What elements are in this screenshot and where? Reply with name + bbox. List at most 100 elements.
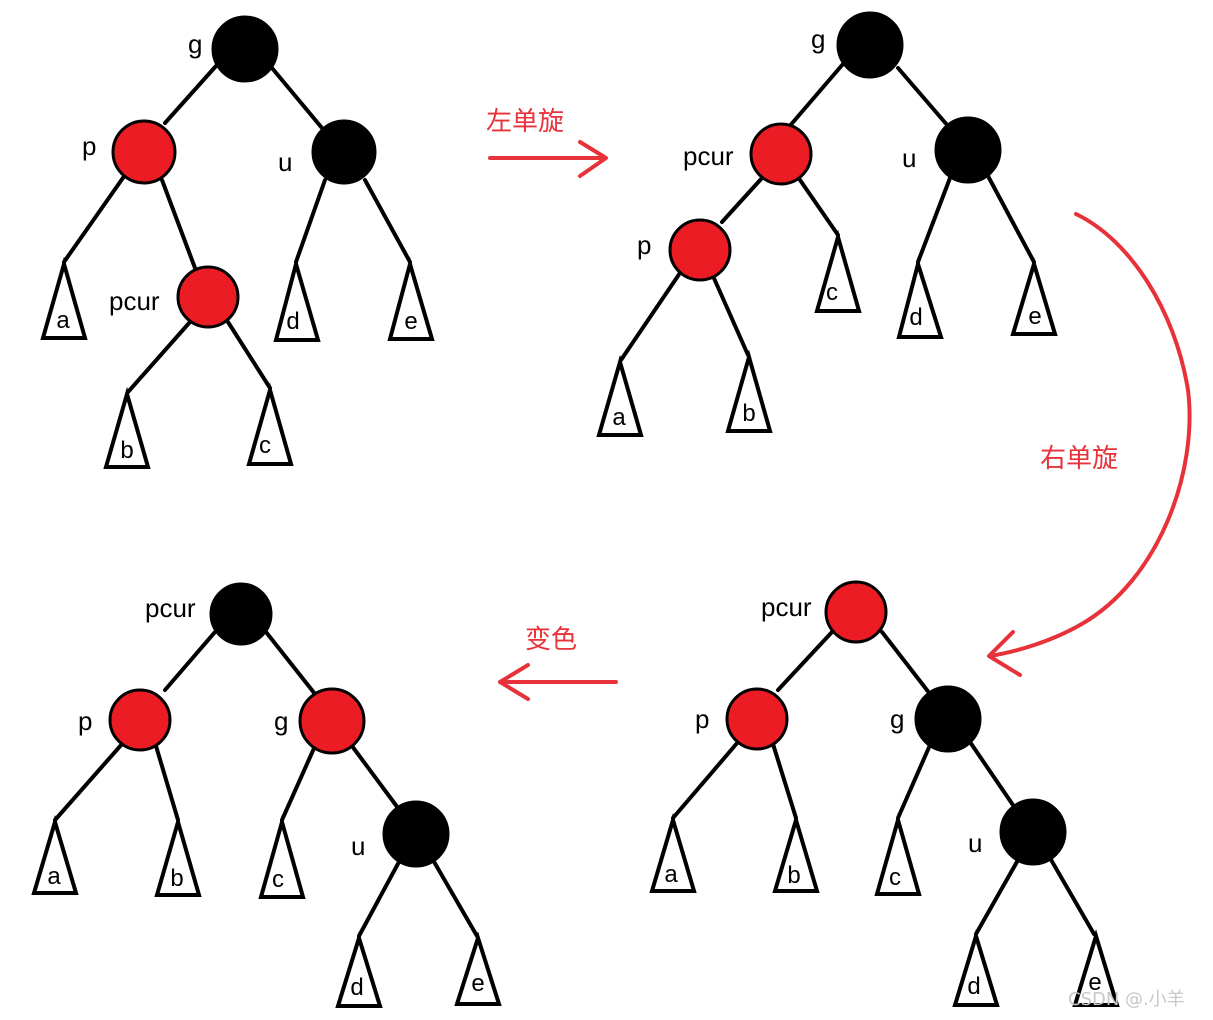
recolor-label: 变色 [525,625,577,655]
node-pcur [824,580,888,644]
subtree-c [814,229,862,313]
edge [771,742,798,820]
left-rotate-arrow: 左单旋 [486,107,608,178]
tree-3-after-right-rotate: a b c d e pcur p g u [649,580,1120,1007]
curved-arrow-icon [987,212,1192,677]
subtree-b [725,349,773,433]
subtree-label: e [471,970,484,997]
edge [126,320,192,394]
subtree-d [335,931,383,1008]
node-label-g: g [890,704,904,734]
subtree-b [772,812,820,893]
subtree-label: c [259,432,271,459]
subtree-a [40,256,88,340]
node-label-u: u [968,828,982,858]
node-u [999,798,1067,866]
edge [62,173,127,264]
node-label-g: g [274,706,288,736]
subtree-b [103,386,151,469]
edge [916,176,952,264]
edge [671,740,740,820]
edge [720,176,764,224]
node-label-pcur: pcur [761,592,812,622]
edge [896,66,950,128]
edge [154,744,180,822]
right-rotate-label: 右单旋 [1040,444,1118,474]
node-label-p: p [695,704,709,734]
subtree-label: b [742,400,755,427]
subtree-label: b [787,862,800,889]
subtree-label: a [47,863,61,890]
subtree-label: a [56,307,70,334]
node-label-p: p [78,706,92,736]
arrow-right-icon [488,140,608,178]
subtree-label: a [664,861,678,888]
node-label-g: g [811,24,825,54]
subtree-label: c [889,864,901,891]
left-rotate-label: 左单旋 [486,107,564,137]
edge [53,742,124,822]
subtree-e [1010,257,1058,336]
subtree-label: e [404,308,417,335]
subtree-label: e [1028,303,1041,330]
edge [619,268,684,362]
subtree-c [246,382,294,466]
edge [264,630,317,696]
edge [1048,856,1096,936]
edge [896,743,932,820]
subtree-label: e [1088,969,1101,996]
node-g [211,15,279,83]
edge [786,62,845,130]
subtree-d [896,256,944,339]
subtree-b [154,814,202,897]
subtree-a [31,814,79,895]
node-label-u: u [278,147,292,177]
edge [350,744,400,810]
subtree-label: c [826,279,838,306]
node-label-p: p [82,131,96,161]
subtree-label: a [612,404,626,431]
subtree-c [874,812,922,896]
node-label-pcur: pcur [145,593,196,623]
subtree-label: d [909,304,922,331]
tree-1-initial: a b c d e g p u pcur [40,15,435,469]
node-g [836,11,904,79]
edge [163,64,218,125]
node-pcur [209,582,273,646]
node-label-pcur: pcur [109,286,160,316]
edge [776,630,834,692]
node-pcur [749,122,813,186]
node-p [108,688,172,752]
tree-4-after-recolor: a b c d e pcur p g u [31,582,502,1008]
subtree-d [273,256,321,342]
edge [163,630,217,692]
subtree-e [454,931,502,1006]
subtree-label: d [286,308,299,335]
node-u [311,119,377,185]
subtree-e [387,256,435,341]
edge [363,178,412,264]
node-label-p: p [637,230,651,260]
edge [974,858,1020,936]
subtree-d [952,929,1000,1007]
watermark: CSDN @.小羊 [1068,989,1185,1010]
edge [270,66,324,130]
subtree-a [596,354,644,437]
node-u [934,116,1002,184]
subtree-label: b [120,437,133,464]
node-g [298,687,366,755]
node-p [111,119,177,185]
subtree-c [258,814,306,899]
node-u [382,800,450,868]
subtree-label: d [350,974,363,1001]
edge [968,740,1017,810]
edge [431,858,479,938]
node-pcur [176,265,240,329]
subtree-label: b [170,865,183,892]
subtree-e [1072,929,1120,1007]
node-label-g: g [188,29,202,59]
recolor-arrow: 变色 [498,625,618,701]
node-label-u: u [351,831,365,861]
subtree-label: d [967,973,980,1000]
edge [294,178,327,264]
